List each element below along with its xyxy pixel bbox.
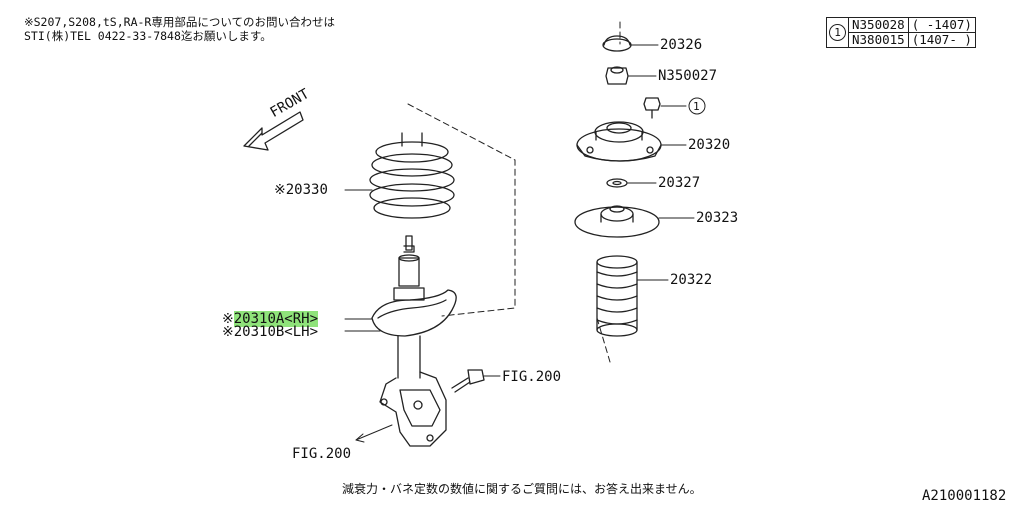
code-table-row: N380015 (1407- ) <box>827 32 976 48</box>
strut-assembly-part[interactable] <box>371 235 457 447</box>
callout-n350027[interactable]: N350027 <box>658 68 718 84</box>
callout-fig-bottom[interactable]: FIG.200 <box>292 446 352 462</box>
fig-arrow-icon <box>355 424 393 443</box>
spring-seat-part[interactable] <box>574 205 660 238</box>
header-note-line1: ※S207,S208,tS,RA-R専用部品についてのお問い合わせは <box>24 15 335 29</box>
bump-boot-part[interactable] <box>596 255 638 337</box>
header-note-line2: STI(株)TEL 0422-33-7848迄お願いします。 <box>24 29 272 43</box>
footer-note: 減衰力・バネ定数の数値に関するご質問には、お答え出来ません。 <box>342 482 702 496</box>
nut-part[interactable] <box>605 66 629 85</box>
cap-part[interactable] <box>602 35 632 52</box>
callout-20320[interactable]: 20320 <box>688 137 731 153</box>
callout-strut-rh-prefix: ※ <box>222 311 234 327</box>
callout-strut-lh[interactable]: ※20310B<LH> <box>222 324 319 340</box>
callout-strut-rh-text[interactable]: 20310A<RH> <box>233 311 319 327</box>
ref-marker-circle: 1 <box>829 24 846 41</box>
small-nut-part[interactable] <box>643 97 661 119</box>
code-table-part[interactable]: N380015 <box>848 32 909 48</box>
callout-20326[interactable]: 20326 <box>660 37 703 53</box>
code-table-part[interactable]: N350028 <box>848 17 909 33</box>
callout-strut-rh[interactable]: ※20310A<RH> <box>222 311 319 327</box>
diagram-id: A210001182 <box>922 488 1007 504</box>
strut-mount-part[interactable] <box>576 121 662 162</box>
washer-part[interactable] <box>606 178 628 188</box>
front-direction-arrow-icon <box>243 111 304 151</box>
callout-20327[interactable]: 20327 <box>658 175 701 191</box>
callout-ref-1[interactable]: 1 <box>693 100 700 113</box>
coil-spring-part[interactable] <box>369 132 455 219</box>
callout-20330[interactable]: ※20330 <box>274 182 328 198</box>
mounting-bolt-part[interactable] <box>451 369 485 393</box>
callout-20322[interactable]: 20322 <box>670 272 713 288</box>
leader-lines <box>344 44 695 377</box>
assembly-guide-dashed <box>407 21 621 363</box>
callout-20323[interactable]: 20323 <box>696 210 739 226</box>
code-table-marker-cell: 1 <box>826 17 849 48</box>
code-table-range: (1407- ) <box>907 32 976 48</box>
callout-fig-bolt[interactable]: FIG.200 <box>502 369 562 385</box>
ref-marker-circle-icon <box>688 97 706 115</box>
code-table: 1 N350028 ( -1407) N380015 (1407- ) <box>826 17 976 48</box>
